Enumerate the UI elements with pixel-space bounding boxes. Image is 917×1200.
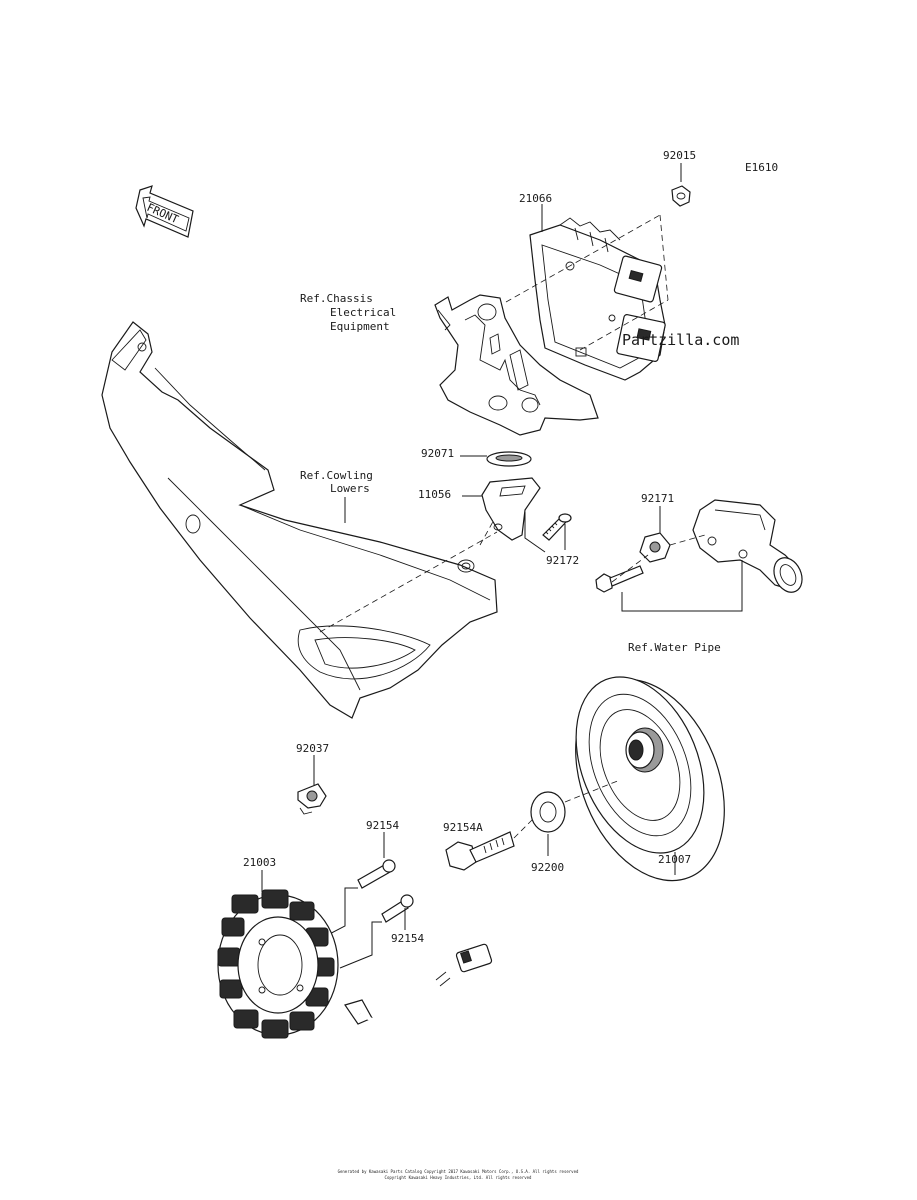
bolt-92154A — [445, 831, 515, 871]
label-21066: 21066 — [519, 192, 552, 205]
label-92200: 92200 — [531, 861, 564, 874]
ref-chassis-line2: Electrical — [330, 306, 396, 319]
copyright-line1: Generated by Kawasaki Parts Catalog Copy… — [338, 1169, 579, 1174]
nut-92015 — [671, 185, 691, 207]
leader-ref-water-pipe — [621, 560, 743, 612]
pipe-dash-b — [669, 534, 706, 546]
ref-cowling-line1: Ref.Cowling — [300, 469, 373, 482]
stator-21003 — [217, 889, 339, 1039]
diagram-code: E1610 — [745, 161, 778, 174]
water-pipe-fitting — [692, 499, 803, 593]
label-92154-top: 92154 — [366, 819, 399, 832]
bolt-92172 — [542, 513, 572, 541]
label-92171: 92171 — [641, 492, 674, 505]
label-92154-lower: 92154 — [391, 932, 424, 945]
collar-92200 — [530, 791, 566, 833]
stator-wire-harness — [344, 943, 493, 1028]
bolt-92154-lower — [381, 894, 414, 923]
reg-mount-dash-c — [659, 214, 669, 301]
label-92172: 92172 — [546, 554, 579, 567]
cowling-mount-dash-line — [319, 531, 498, 633]
grommet-92071 — [486, 451, 532, 467]
bracket-dim-line — [524, 512, 546, 553]
copyright-line2: Copyright Kawasaki Heavy Industries, Ltd… — [385, 1175, 532, 1180]
leader-bolt-stator-b — [339, 921, 382, 969]
watermark-text: Partzilla.com — [622, 331, 739, 349]
bracket-11056 — [481, 477, 541, 541]
cowling-lower-panel — [101, 321, 498, 719]
label-21007: 21007 — [658, 853, 691, 866]
bolt-92154A-dash — [513, 819, 533, 839]
ref-chassis-line3: Equipment — [330, 320, 390, 333]
label-92037: 92037 — [296, 742, 329, 755]
bolt-92154-top — [357, 859, 396, 889]
pipe-dash-a — [611, 554, 649, 583]
rotor-21007 — [575, 676, 725, 882]
label-92071: 92071 — [421, 447, 454, 460]
label-11056: 11056 — [418, 488, 451, 501]
label-21003: 21003 — [243, 856, 276, 869]
ref-cowling-line2: Lowers — [330, 482, 370, 495]
label-92154A: 92154A — [443, 821, 483, 834]
reg-mount-dash-b — [579, 299, 669, 351]
front-arrow-icon: FRONT — [135, 185, 194, 238]
regulator-bracket — [434, 294, 599, 436]
label-92015: 92015 — [663, 149, 696, 162]
ref-water-pipe: Ref.Water Pipe — [628, 641, 721, 654]
ref-chassis-line1: Ref.Chassis — [300, 292, 373, 305]
regulator-rectifier — [529, 217, 666, 381]
bolt-water-pipe — [595, 565, 644, 593]
clip-92037 — [297, 783, 327, 815]
